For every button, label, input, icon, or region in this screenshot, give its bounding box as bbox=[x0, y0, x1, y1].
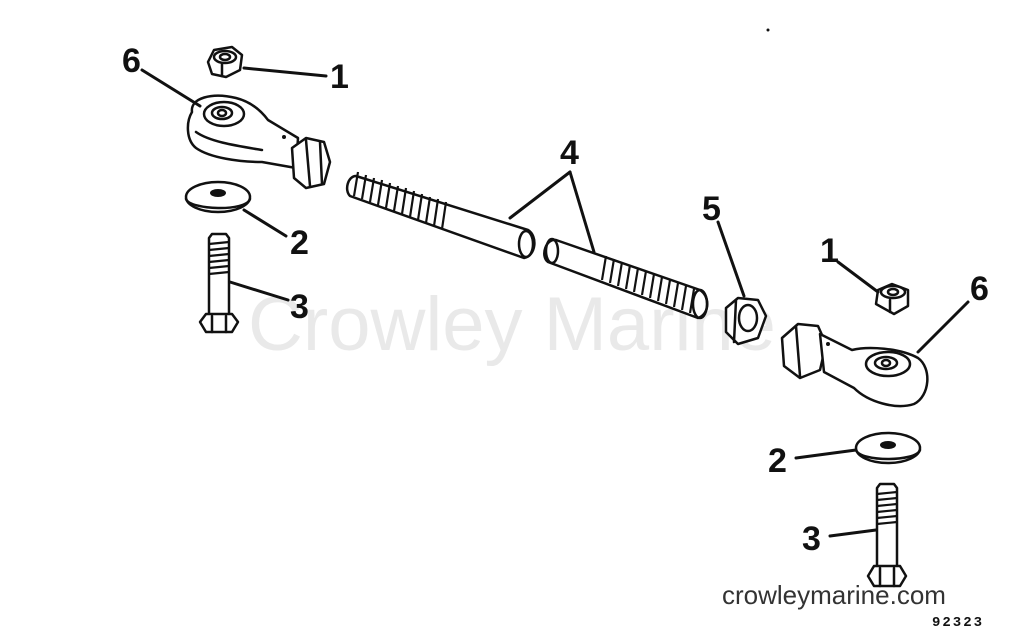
left-bolt bbox=[198, 232, 240, 334]
leader-left-nut bbox=[242, 66, 328, 78]
right-bolt bbox=[866, 482, 908, 588]
tie-rod-left-half bbox=[345, 171, 536, 260]
callout-right-bolt: 3 bbox=[802, 520, 821, 558]
callout-left-nut: 1 bbox=[330, 58, 349, 96]
callout-tie-rod: 4 bbox=[560, 134, 579, 172]
right-lock-nut bbox=[874, 282, 910, 316]
leader-right-washer bbox=[794, 448, 858, 460]
leader-tie-rod-b bbox=[568, 170, 596, 254]
jam-nut bbox=[724, 296, 768, 346]
website-text: crowleymarine.com bbox=[722, 580, 946, 610]
callout-right-washer: 2 bbox=[768, 442, 787, 480]
left-washer bbox=[184, 180, 252, 214]
leader-tie-rod-a bbox=[508, 170, 572, 220]
leader-jam-nut bbox=[716, 220, 746, 298]
leader-left-washer bbox=[242, 208, 288, 238]
callout-right-nut: 1 bbox=[820, 232, 839, 270]
left-lock-nut bbox=[206, 45, 244, 79]
right-washer bbox=[854, 431, 922, 465]
callout-left-bolt: 3 bbox=[290, 288, 309, 326]
leader-right-rod-end bbox=[916, 300, 970, 354]
leader-right-bolt bbox=[828, 528, 878, 538]
tie-rod-right-half bbox=[543, 237, 709, 320]
leader-left-bolt bbox=[228, 280, 290, 302]
callout-right-rod-end: 6 bbox=[970, 270, 989, 308]
callout-left-washer: 2 bbox=[290, 224, 309, 262]
callout-left-rod-end: 6 bbox=[122, 42, 141, 80]
leader-right-nut bbox=[836, 260, 880, 294]
right-rod-end bbox=[780, 322, 929, 408]
leader-left-rod-end bbox=[140, 68, 202, 108]
left-rod-end bbox=[186, 94, 332, 190]
figure-number: 92323 bbox=[932, 615, 984, 631]
callout-jam-nut: 5 bbox=[702, 190, 721, 228]
